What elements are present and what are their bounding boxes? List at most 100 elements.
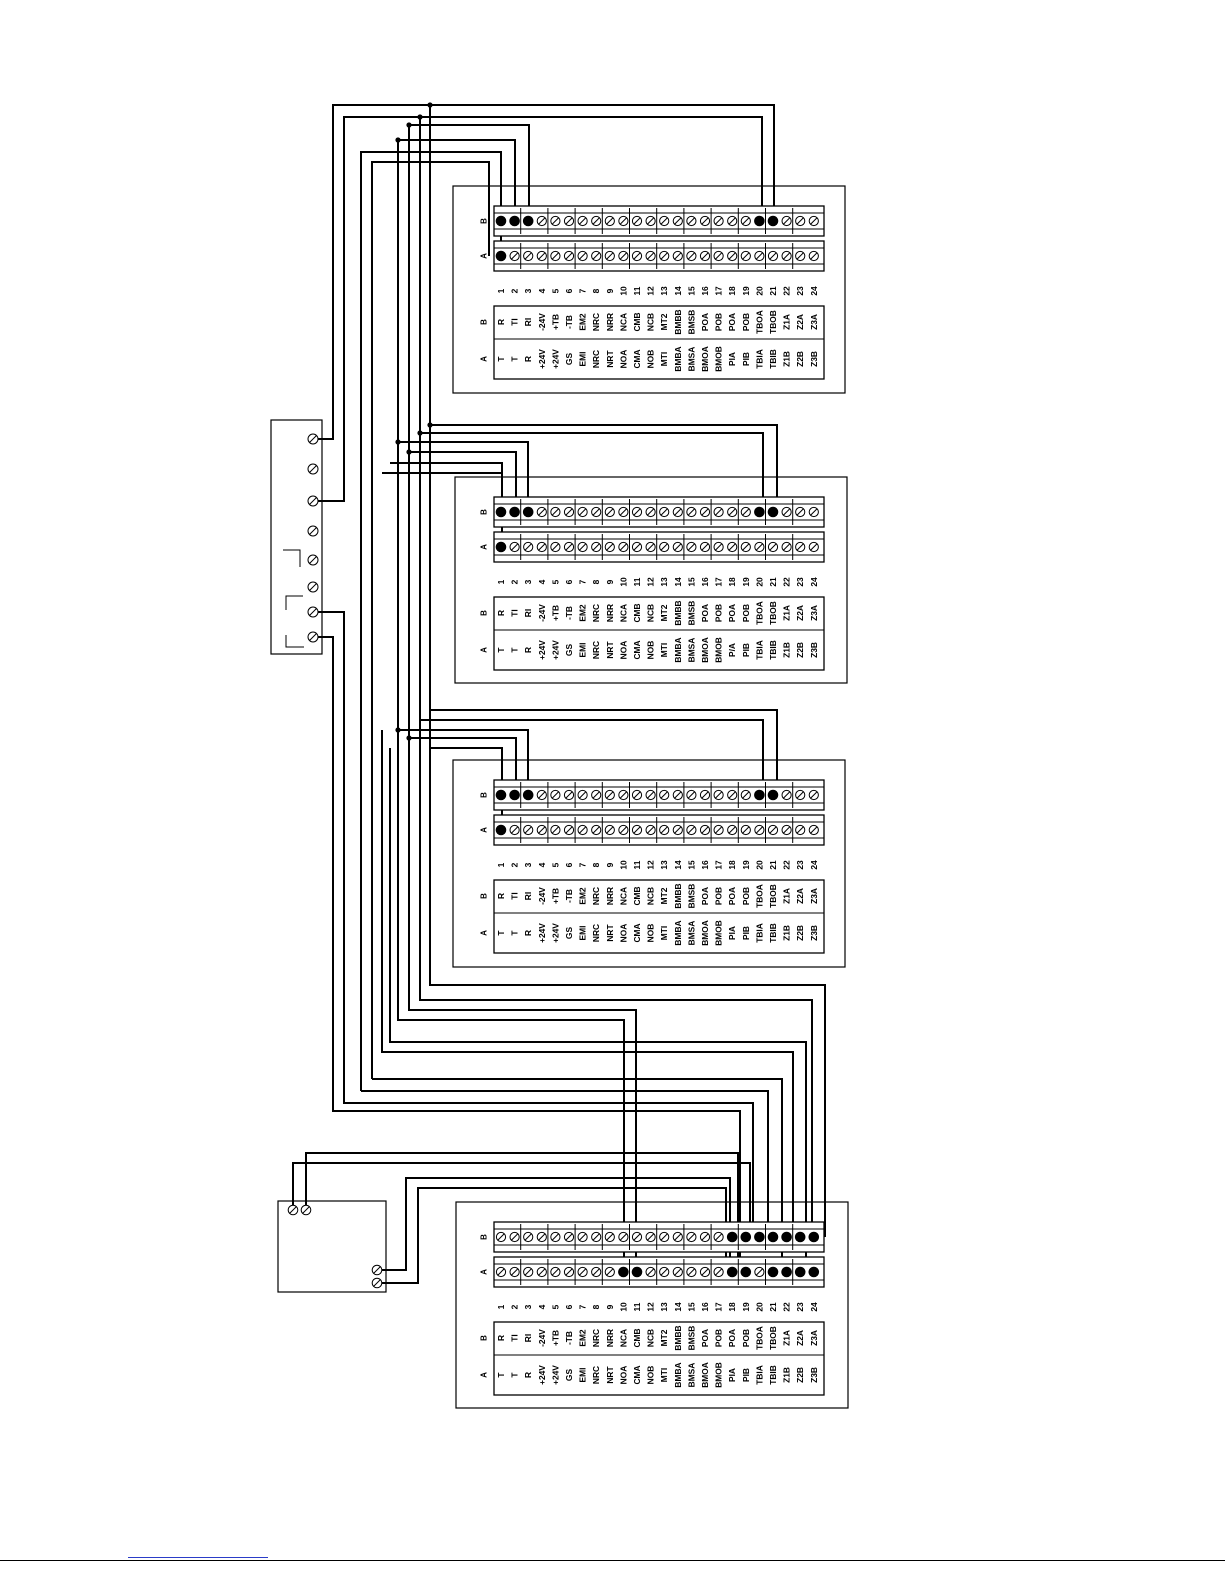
row-label-a: A — [480, 544, 489, 550]
screw-a-16-slot — [701, 826, 709, 834]
terminal-label-a: GS — [564, 1369, 574, 1382]
terminal-label-b: Z2A — [795, 314, 805, 330]
screw-a-20-slot — [756, 252, 763, 260]
terminal-number: 20 — [754, 860, 764, 870]
screw-b-7-slot — [579, 217, 586, 225]
wire — [409, 124, 530, 221]
terminal-label-a: +24V — [550, 640, 560, 660]
terminal-label-a: BMOB — [714, 346, 724, 372]
terminal-label-a: T — [496, 1372, 506, 1378]
label-table — [493, 879, 825, 954]
terminal-number: 1 — [496, 862, 506, 867]
screw-a-15-slot — [688, 543, 695, 551]
screw-a-22-slot — [783, 826, 790, 834]
terminal-label-b: -24V — [537, 604, 547, 622]
wire — [381, 730, 794, 1237]
terminal-number: 10 — [618, 577, 628, 587]
terminal-number: 11 — [632, 860, 642, 869]
aux-screw-1-slot — [289, 1206, 297, 1214]
terminal-label-a: NOA — [618, 641, 628, 660]
screw-a-15-slot — [688, 1268, 695, 1276]
terminal-label-b: POA — [727, 313, 737, 331]
terminal-number: 17 — [714, 577, 724, 587]
terminal-label-a: PIA — [727, 352, 737, 366]
row-label-b: B — [480, 509, 489, 515]
connected-terminal-a — [495, 824, 507, 836]
terminal-number: 1 — [496, 579, 506, 584]
connected-terminal-b — [808, 1231, 820, 1243]
screw-b-17-slot — [715, 508, 722, 516]
terminal-label-a: NOB — [646, 924, 656, 943]
terminal-label-b: TBOB — [768, 310, 778, 334]
connected-terminal-b — [767, 506, 779, 518]
connected-terminal-a — [781, 1266, 792, 1278]
terminal-label-a: PIB — [741, 926, 751, 940]
terminal-label-b: BMBB — [673, 309, 683, 334]
terminal-label-a: NRC — [591, 924, 601, 942]
screw-b-24-slot — [810, 217, 818, 225]
terminal-label-b: MT2 — [659, 604, 669, 621]
wire — [408, 125, 637, 1272]
terminal-number: 6 — [564, 288, 574, 293]
screw-a-6-slot — [565, 543, 573, 551]
terminal-label-b: BMBB — [673, 883, 683, 908]
screw-a-14-slot — [674, 826, 682, 834]
connected-terminal-b — [754, 1231, 765, 1243]
screw-a-13-slot — [660, 252, 668, 260]
terminal-label-b: +TB — [550, 314, 560, 330]
terminal-label-b: R — [496, 610, 506, 616]
terminal-number: 3 — [523, 288, 533, 293]
aux-screw-3-slot — [373, 1266, 381, 1274]
table-label-b: B — [480, 1335, 489, 1341]
terminal-number: 7 — [578, 862, 588, 867]
terminal-label-b: NCB — [646, 313, 656, 331]
wire-junction — [395, 137, 401, 143]
wire — [305, 1152, 739, 1272]
terminal-label-b: Z3A — [809, 1330, 819, 1346]
wire — [419, 117, 813, 1237]
screw-a-4-slot — [538, 543, 546, 551]
wire — [398, 729, 529, 795]
terminal-label-a: BMBA — [673, 346, 683, 371]
table-label-a: A — [480, 930, 489, 936]
terminal-label-b: NRR — [605, 604, 615, 622]
terminal-number: 15 — [686, 577, 696, 587]
wire — [409, 737, 517, 795]
terminal-label-b: BMBB — [673, 600, 683, 625]
terminal-label-a: BMOA — [700, 637, 710, 663]
screw-a-5-slot — [552, 826, 559, 834]
terminal-label-a: CMA — [632, 1365, 642, 1384]
terminal-label-b: EM2 — [578, 604, 588, 622]
terminal-label-a: +24V — [550, 1365, 560, 1385]
terminal-label-a: TBIA — [754, 923, 764, 943]
screw-b-9-slot — [606, 791, 614, 799]
terminal-label-b: NCA — [618, 887, 628, 905]
terminal-label-b: Z2A — [795, 1330, 805, 1346]
terminal-number: 7 — [578, 579, 588, 584]
terminal-label-b: Z3A — [809, 314, 819, 330]
terminal-label-b: BMBB — [673, 1325, 683, 1350]
terminal-label-b: POB — [741, 887, 751, 905]
screw-a-10-slot — [620, 826, 627, 834]
connected-terminal-b — [495, 789, 507, 801]
terminal-number: 22 — [782, 286, 792, 296]
screw-b-16-slot — [701, 508, 709, 516]
row-label-a: A — [480, 253, 489, 259]
screw-b-18-slot — [728, 791, 736, 799]
screw-b-3-slot — [524, 1233, 532, 1241]
screw-b-24-slot — [810, 508, 818, 516]
terminal-label-b: -24V — [537, 887, 547, 905]
screw-a-8-slot — [592, 826, 600, 834]
screw-b-19-slot — [742, 791, 750, 799]
aux-screw-2-slot — [302, 1206, 310, 1214]
footer-link-underline — [128, 1557, 268, 1558]
screw-b-9-slot — [606, 508, 614, 516]
terminal-number: 1 — [496, 288, 506, 293]
terminal-label-b: Z1A — [782, 605, 792, 621]
terminal-label-b: -TB — [564, 315, 574, 329]
screw-b-15-slot — [688, 508, 695, 516]
terminal-number: 8 — [591, 579, 601, 584]
controller-screw-2-slot — [309, 465, 317, 473]
table-label-b: B — [480, 610, 489, 616]
screw-a-17-slot — [715, 252, 722, 260]
